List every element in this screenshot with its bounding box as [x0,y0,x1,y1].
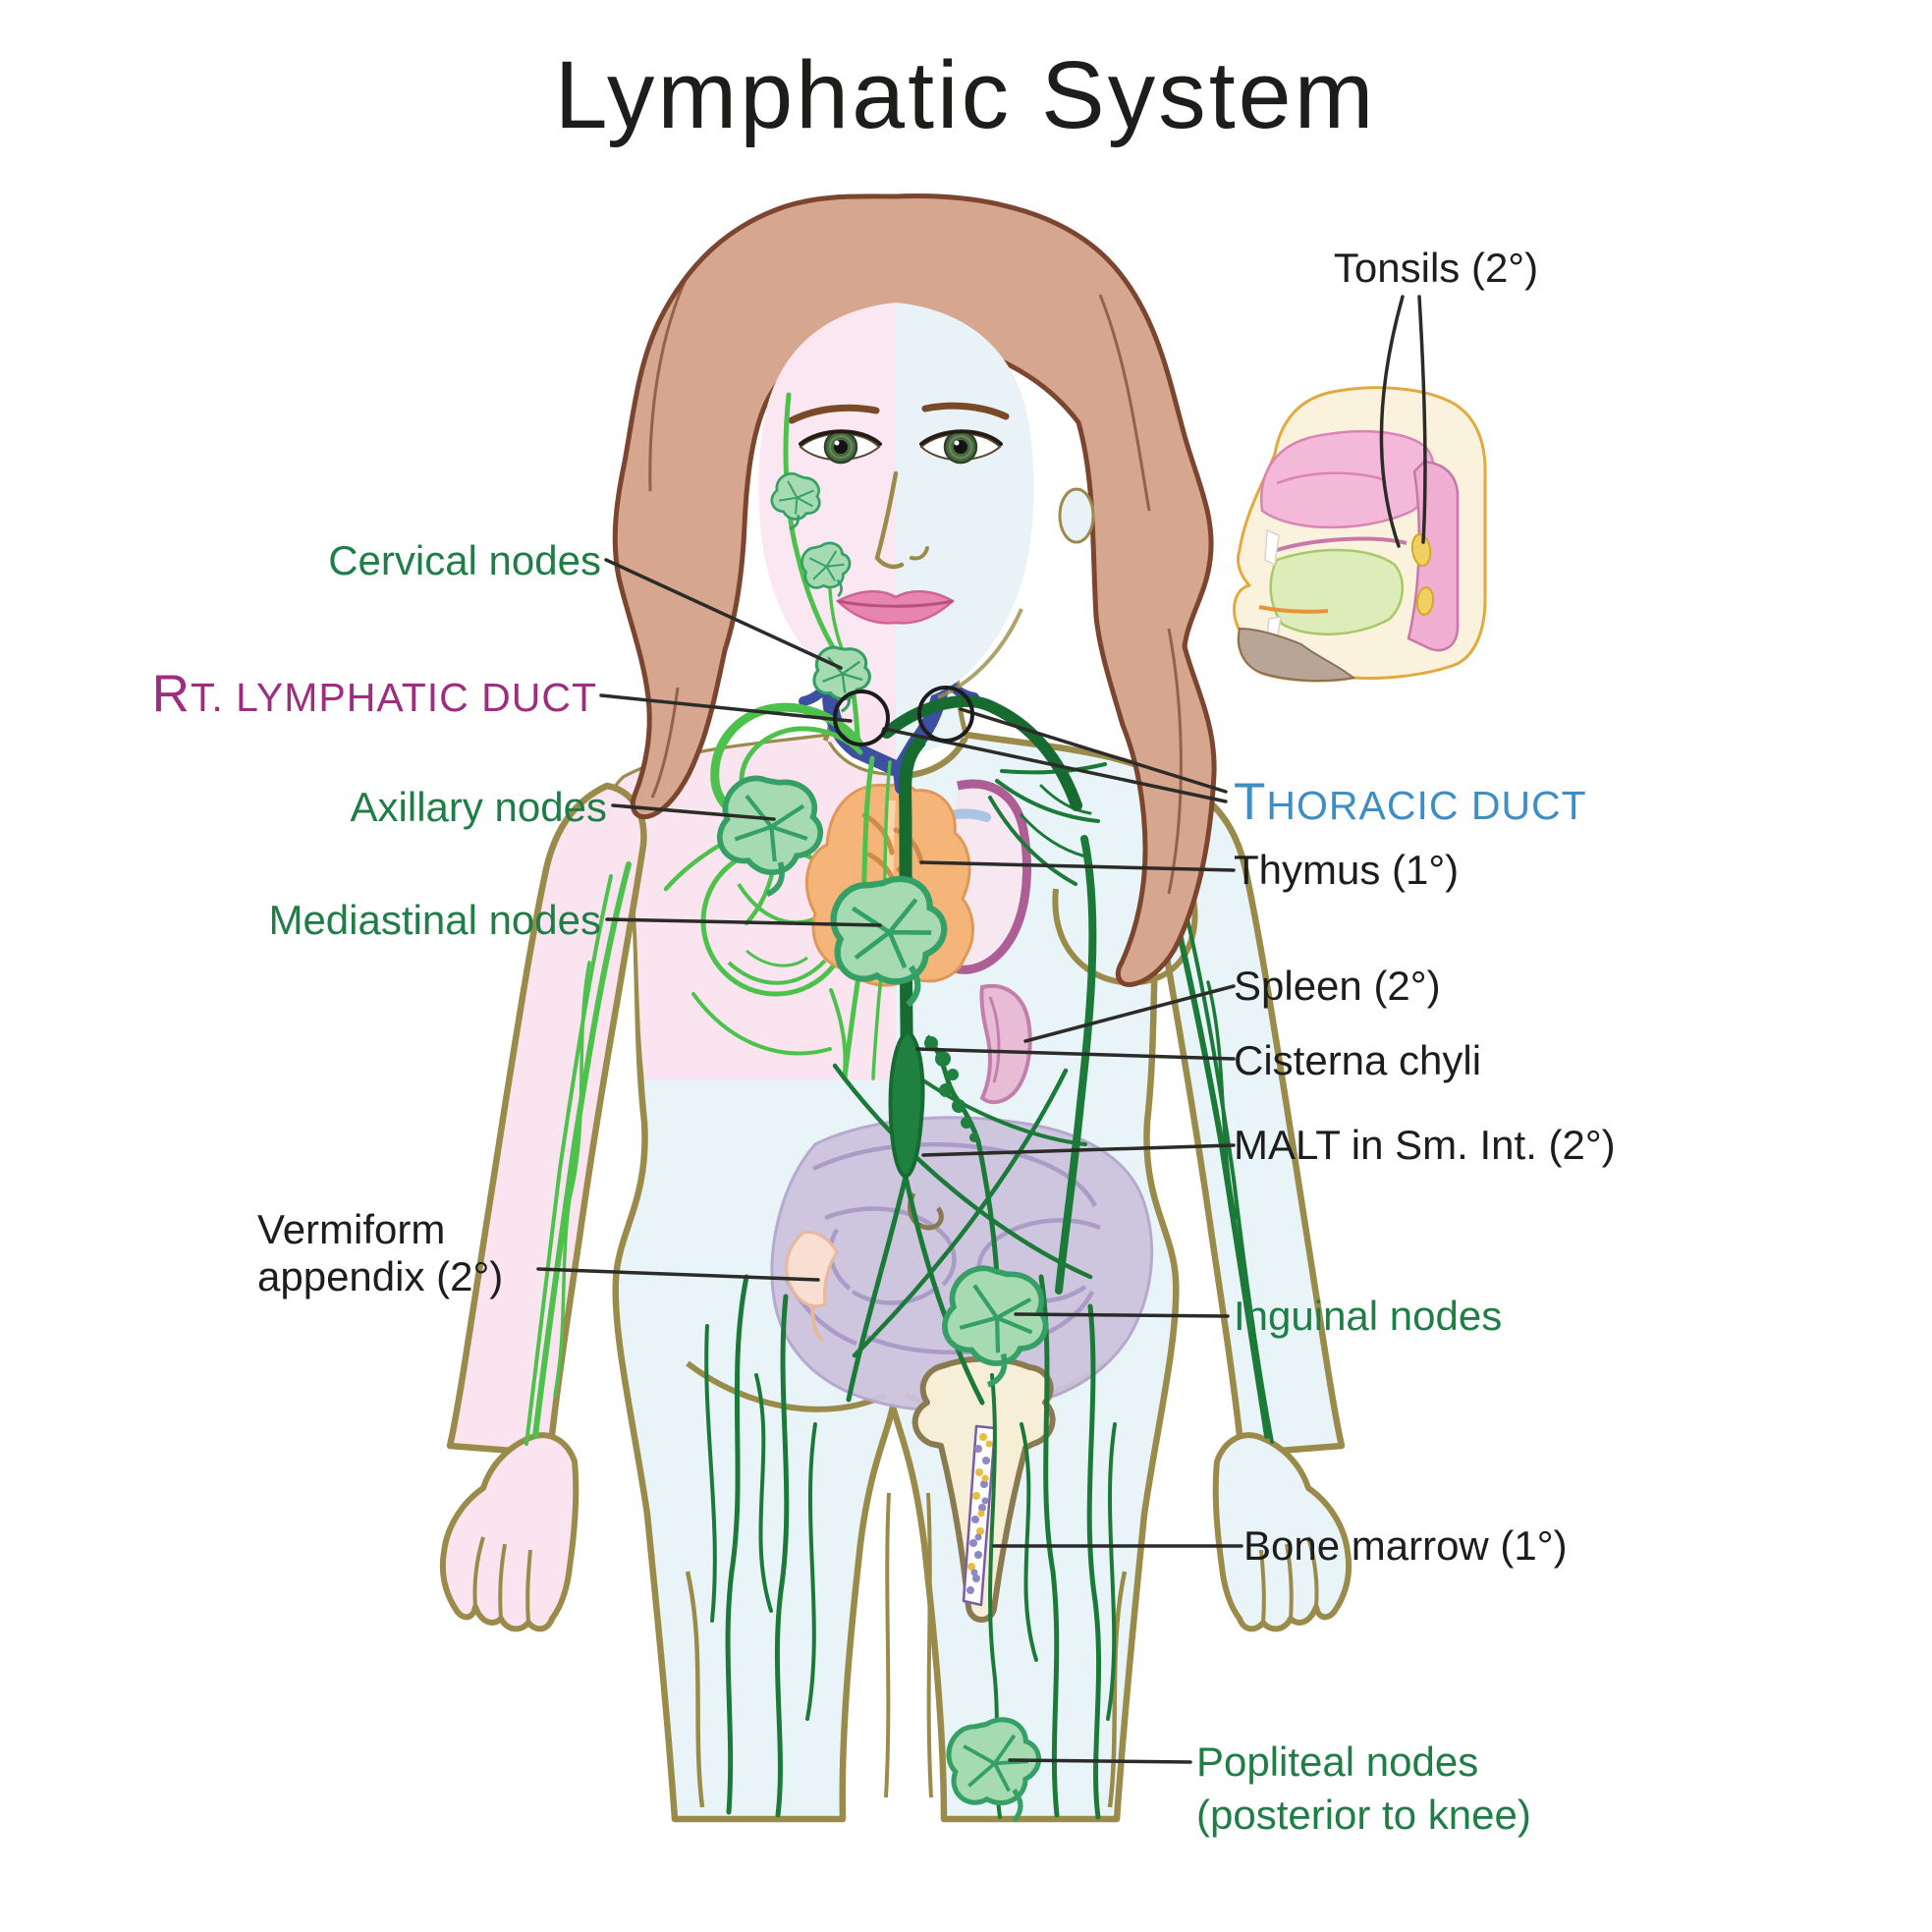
nose [874,470,929,570]
right-ear [1058,487,1095,544]
label-thymus: Thymus (1°) [1234,847,1459,893]
inset-tooth-upper [1264,528,1280,567]
leader-inguinal [1014,1312,1230,1318]
inset-nasal-swirl [1276,471,1384,485]
label-popliteal-line1: Popliteal nodes [1196,1739,1478,1785]
label-axillary-nodes: Axillary nodes [351,784,607,830]
groin-arc-left [686,1360,888,1412]
label-thoracic-initial: T [1234,773,1266,831]
lip-line [837,599,954,608]
lumbar-node-chain [924,1034,981,1142]
label-cervical-nodes: Cervical nodes [328,537,601,583]
inset-nasal-cavity [1260,429,1436,529]
leader-tonsils-2 [1417,295,1427,544]
marrow-cells [966,1433,993,1594]
label-rt-lymphatic-duct: RT. LYMPHATIC DUCT [152,665,597,723]
leader-popliteal [1008,1758,1192,1764]
label-vermiform-line2: appendix (2°) [257,1253,503,1299]
label-thoracic-rest: HORACIC DUCT [1266,783,1586,828]
dark-green-vessels [704,762,1274,1820]
duodenum-curl [908,1191,944,1231]
label-bone-marrow: Bone marrow (1°) [1243,1522,1568,1569]
leader-vermiform [536,1267,820,1282]
left-hand-finger-lines [472,1536,532,1624]
head-inset [1233,386,1487,683]
leader-thoracic-1 [959,707,1228,794]
femur-bone [911,1355,1056,1623]
leader-lines [536,295,1427,1764]
leader-cervical [604,558,843,670]
leader-thymus [919,860,1236,872]
face [758,303,1095,703]
inset-soft-palate [1276,536,1408,552]
label-spleen: Spleen (2°) [1234,963,1441,1009]
appendix-tail [810,1305,825,1343]
label-cisterna-chyli: Cisterna chyli [1234,1037,1481,1083]
label-popliteal-line2: (posterior to knee) [1196,1792,1531,1838]
leader-spleen [1023,984,1236,1043]
leader-rt-duct [599,693,853,723]
leader-axillary [611,803,776,821]
inset-chin [1238,627,1356,682]
right-eye [919,429,1003,465]
vermiform-appendix [785,1230,839,1308]
label-inguinal-nodes: Inguinal nodes [1234,1293,1502,1339]
label-malt: MALT in Sm. Int. (2°) [1234,1122,1616,1168]
label-mediastinal-nodes: Mediastinal nodes [268,897,601,943]
spleen-inner-line [988,996,1001,1083]
label-rt-duct-rest: T. LYMPHATIC DUCT [191,675,597,720]
leader-mediastinal [605,917,882,927]
leader-tonsils-1 [1379,295,1405,548]
chest-pink-half [613,737,896,1080]
label-rt-duct-initial: R [152,665,191,723]
rt-duct-junction-circle [833,690,890,746]
spleen [979,983,1032,1105]
thoracic-duct-junction-circle [917,686,974,743]
inset-tongue [1269,548,1405,635]
tonsil-pharyngeal [1410,533,1432,567]
tonsil-palatine [1415,586,1435,616]
cisterna-chyli [888,1028,925,1180]
label-tonsils: Tonsils (2°) [1334,245,1538,291]
label-thoracic-duct: THORACIC DUCT [1234,773,1587,831]
left-hand [439,1432,580,1632]
leg-tendon-lines [685,1492,1128,1808]
left-eyebrow [788,404,880,424]
right-hand-finger-lines [1259,1536,1319,1624]
right-eyebrow [921,402,1010,420]
left-breast-inner-curves [727,882,827,985]
leader-cisterna [915,1047,1236,1061]
thoracic-duct-center [899,736,926,1095]
label-vermiform-line1: Vermiform [257,1206,445,1252]
leader-malt [921,1143,1236,1157]
left-eye [799,429,882,465]
page-title: Lymphatic System [555,41,1377,148]
inset-mouth-line [1258,605,1329,614]
right-jaw-line [937,608,1023,699]
